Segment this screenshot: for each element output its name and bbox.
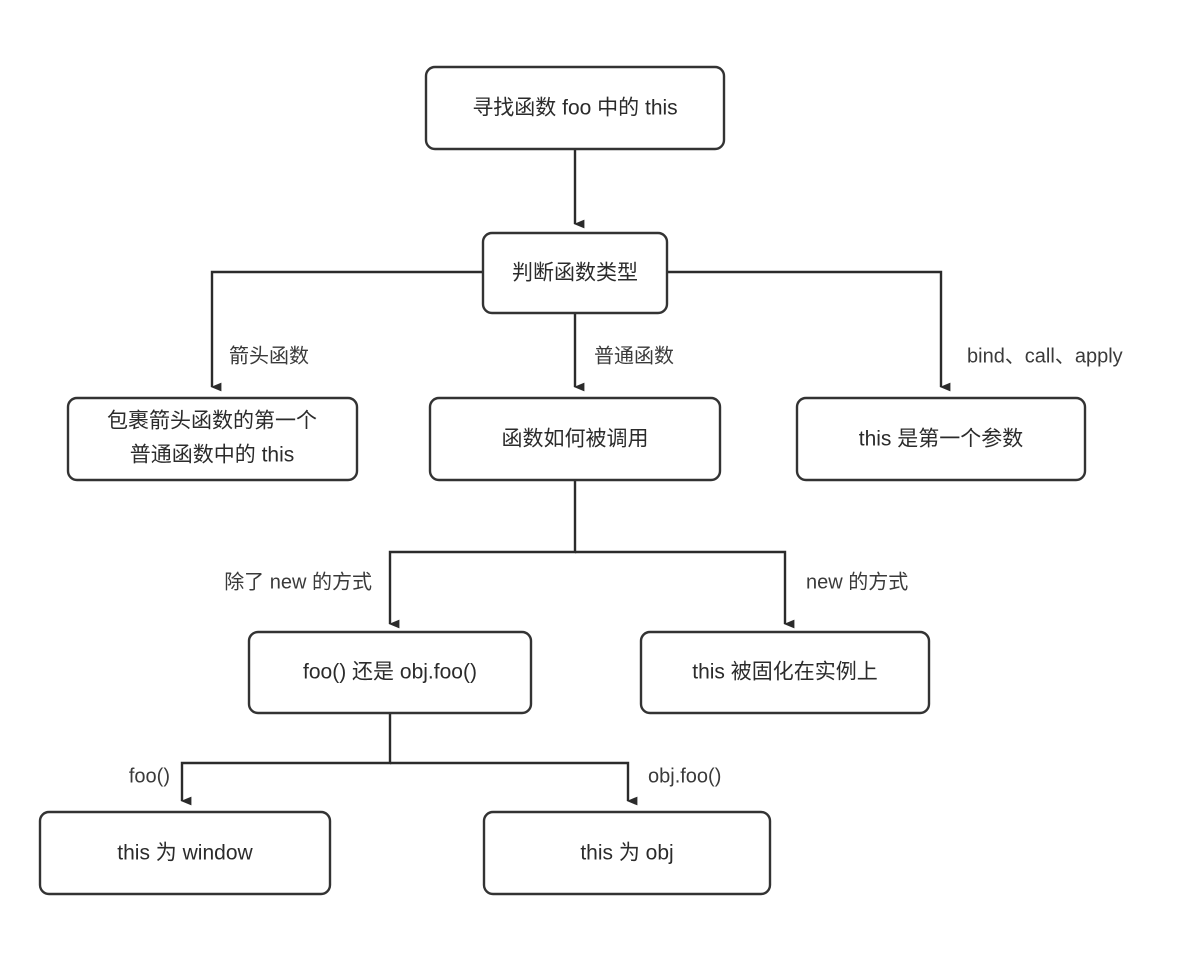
node-label-n7: this 被固化在实例上 (692, 661, 878, 684)
node-find-this-in-foo[interactable]: 寻找函数 foo 中的 this (424, 65, 726, 151)
node-label-n4: 函数如何被调用 (502, 428, 649, 451)
node-box (428, 396, 722, 482)
edge-n2-n4: 普通函数 (573, 313, 674, 392)
node-label-n6: foo() 还是 obj.foo() (303, 661, 477, 684)
node-label-n1: 寻找函数 foo 中的 this (472, 97, 677, 120)
edge-label-ordinary-function: 普通函数 (594, 344, 674, 367)
node-label-n5: this 是第一个参数 (859, 428, 1024, 451)
node-box (38, 810, 332, 896)
edge-n2-n3: 箭头函数 (210, 270, 483, 392)
node-label-n9: this 为 obj (580, 842, 673, 865)
edge-label-new-way: new 的方式 (806, 570, 908, 593)
node-box (639, 630, 931, 715)
node-box (247, 630, 533, 715)
node-box (424, 65, 726, 151)
edge-label-foo-call: foo() (129, 765, 170, 787)
edge-n4-n6: 除了 new 的方式 (224, 480, 577, 629)
node-label-n2: 判断函数类型 (512, 262, 638, 285)
node-determine-function-type[interactable]: 判断函数类型 (481, 231, 669, 315)
edge-n6-n8: foo() (129, 713, 392, 806)
edge-label-bind-call-apply: bind、call、apply (967, 345, 1123, 367)
node-box (482, 810, 772, 896)
edge-label-except-new: 除了 new 的方式 (224, 570, 372, 593)
edge-label-arrow-function: 箭头函数 (229, 344, 309, 367)
node-box (66, 396, 359, 482)
node-box (481, 231, 669, 315)
node-foo-or-obj-foo[interactable]: foo() 还是 obj.foo() (247, 630, 533, 715)
node-label-n3-line2: 普通函数中的 this (130, 444, 295, 467)
edge-n4-n7: new 的方式 (575, 550, 908, 629)
node-label-n3-line1: 包裹箭头函数的第一个 (107, 410, 317, 433)
node-this-bound-to-instance[interactable]: this 被固化在实例上 (639, 630, 931, 715)
node-this-is-window[interactable]: this 为 window (38, 810, 332, 896)
node-this-is-first-argument[interactable]: this 是第一个参数 (795, 396, 1087, 482)
edge-n2-n5: bind、call、apply (667, 270, 1123, 392)
edge-n6-n9: obj.foo() (390, 761, 721, 806)
node-this-is-obj[interactable]: this 为 obj (482, 810, 772, 896)
edge-label-obj-foo-call: obj.foo() (648, 765, 721, 787)
node-how-function-called[interactable]: 函数如何被调用 (428, 396, 722, 482)
node-wrapping-ordinary-function-this[interactable]: 包裹箭头函数的第一个 普通函数中的 this (66, 396, 359, 482)
node-box (795, 396, 1087, 482)
node-label-n8: this 为 window (117, 842, 253, 865)
